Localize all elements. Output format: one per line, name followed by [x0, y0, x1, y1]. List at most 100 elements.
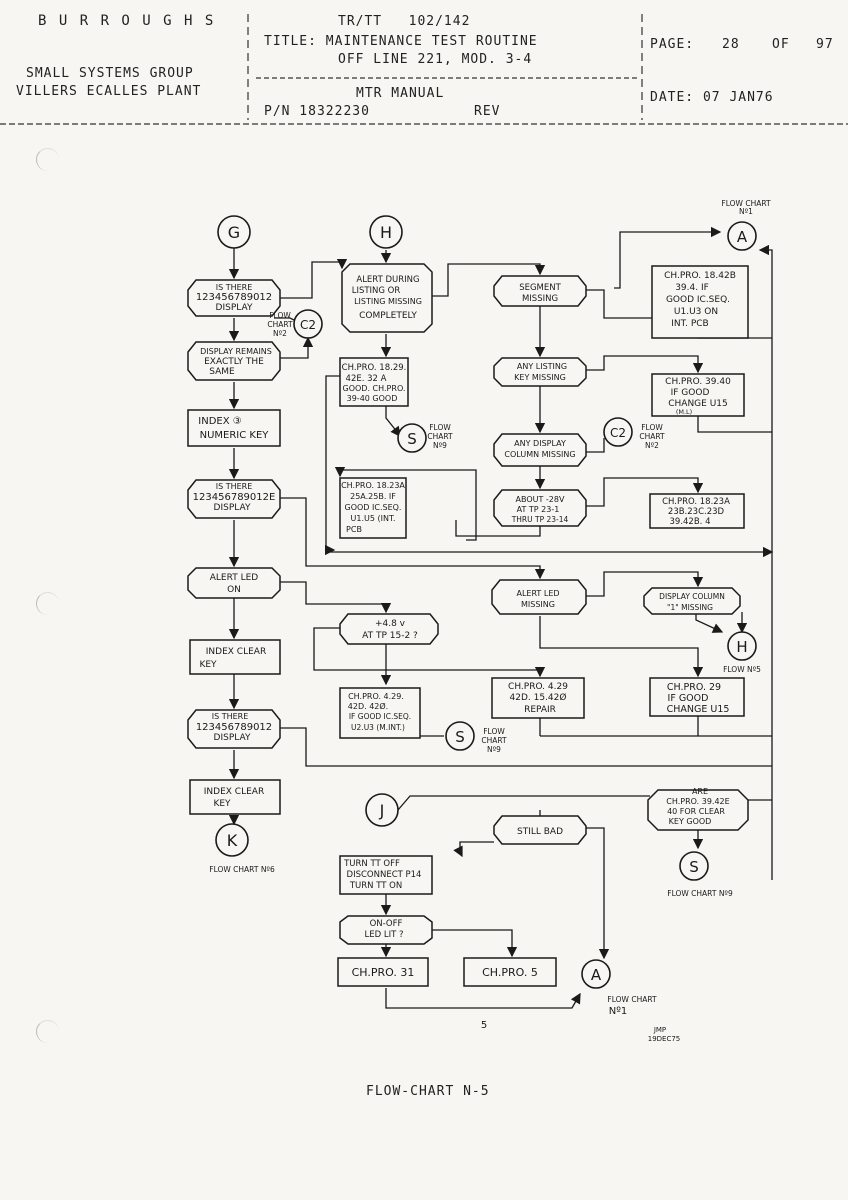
plant-name: VILLERS ECALLES PLANT [16, 84, 202, 99]
label-s-3: S [689, 858, 699, 876]
text-r6d: KEY GOOD [669, 817, 712, 826]
ref-fc1-bottom-n: Nº1 [609, 1006, 628, 1017]
text-r3b: 23B.23C.23D [668, 507, 725, 517]
text-h4b: AT TP 15-2 ? [362, 631, 418, 641]
decision-r4 [643, 587, 741, 615]
text-h1c: LISTING MISSING [354, 297, 422, 306]
text-m1a: SEGMENT [519, 283, 561, 293]
process-m6 [491, 677, 585, 719]
text-r5b: IF GOOD [668, 693, 709, 704]
ref-fc9-c: Nº9 [433, 441, 447, 450]
process-g8 [189, 779, 281, 815]
connector-c2-left [293, 309, 323, 339]
text-g5b: ON [227, 585, 241, 595]
ref-fc9-3: FLOW CHART Nº9 [667, 889, 733, 898]
text-h2b: 42E. 32 A [346, 374, 387, 384]
text-m6a: CH.PRO. 4.29 [508, 682, 568, 692]
initials-2: 19DEC75 [648, 1035, 681, 1043]
ref-fc9-b: CHART [427, 432, 453, 441]
connector-k [215, 823, 249, 857]
text-g4a: IS THERE [216, 482, 253, 491]
text-h3b: 25A.25B. IF [350, 492, 396, 501]
punch-hole [36, 592, 59, 615]
label-a-bottom: A [591, 966, 602, 984]
decision-m2 [493, 357, 587, 387]
page-label: PAGE: [650, 37, 695, 52]
text-m4a: ABOUT -28V [516, 495, 565, 504]
text-r6b: CH.PRO. 39.42E [666, 797, 729, 806]
process-j2 [339, 855, 433, 895]
text-g5a: ALERT LED [210, 573, 259, 583]
ref-fc2-left-b: CHART [267, 320, 293, 329]
text-g1a: IS THERE [216, 283, 253, 292]
manual-name: MTR MANUAL [356, 86, 445, 101]
text-r5c: CHANGE U15 [667, 704, 730, 715]
decision-j1 [493, 815, 587, 845]
connector-c2-mid [603, 417, 633, 447]
text-h1d: COMPLETELY [359, 311, 417, 321]
text-r1e: INT. PCB [671, 319, 708, 329]
text-m1b: MISSING [522, 294, 558, 304]
text-g6b: KEY [199, 660, 217, 670]
text-m4c: THRU TP 23-14 [511, 515, 569, 524]
text-h2c: GOOD. CH.PRO. [343, 384, 406, 393]
process-h5 [339, 687, 421, 739]
text-j1: STILL BAD [517, 827, 563, 837]
text-r4a: DISPLAY COLUMN [659, 592, 725, 601]
connector-h [369, 215, 403, 249]
text-h5a: CH.PRO. 4.29. [348, 692, 404, 701]
ref-fc5: FLOW Nº5 [723, 665, 761, 674]
text-g1b: 123456789012 [196, 292, 272, 303]
text-j3b: LED LIT ? [364, 930, 403, 940]
text-h3a: CH.PRO. 18.23A [341, 481, 405, 490]
text-r2b: IF GOOD [671, 388, 710, 398]
text-g3a: INDEX ③ [198, 416, 241, 427]
text-h4a: +4.8 v [375, 619, 406, 629]
process-r5 [649, 677, 745, 717]
punch-hole [36, 1020, 59, 1043]
process-j5 [463, 957, 557, 987]
label-c2-mid: C2 [610, 426, 626, 440]
connector-h-right [727, 631, 757, 661]
revision: REV [474, 104, 501, 119]
title-line-1: TITLE: MAINTENANCE TEST ROUTINE [264, 34, 538, 49]
text-g4b: 123456789012E [193, 492, 276, 503]
decision-m4 [493, 489, 587, 527]
text-m6b: 42D. 15.42Ø [510, 692, 567, 703]
process-g6 [189, 639, 281, 675]
decision-h1 [341, 263, 433, 333]
page-mark: 5 [481, 1020, 487, 1031]
decision-g4 [187, 479, 281, 519]
text-m3a: ANY DISPLAY [514, 439, 566, 448]
text-r2a: CH.PRO. 39.40 [665, 377, 731, 387]
connector-a-top [727, 221, 757, 251]
text-r3a: CH.PRO. 18.23A [662, 497, 730, 507]
ref-fc1-top: FLOW CHART [721, 199, 771, 208]
ref-fc9-2b: CHART [481, 736, 507, 745]
text-g8a: INDEX CLEAR [204, 787, 264, 797]
text-g7c: DISPLAY [214, 733, 251, 743]
part-number: P/N 18322230 [264, 104, 370, 119]
label-g: G [228, 223, 240, 242]
text-r5a: CH.PRO. 29 [667, 682, 721, 693]
text-h5d: U2.U3 (M.INT.) [351, 723, 405, 732]
connector-g [217, 215, 251, 249]
text-r4b: "1" MISSING [667, 603, 713, 612]
text-m2a: ANY LISTING [517, 362, 567, 371]
text-r1c: GOOD IC.SEQ. [666, 295, 730, 305]
text-h3e: PCB [346, 525, 362, 534]
text-r1a: CH.PRO. 18.42B [664, 271, 736, 281]
label-s-1: S [407, 430, 417, 448]
ref-fc1-bottom: FLOW CHART [607, 995, 657, 1004]
text-h5b: 42D. 42Ø. [348, 701, 388, 711]
decision-g5 [187, 567, 281, 599]
company-name: B U R R O U G H S [38, 13, 216, 29]
decision-j3 [339, 915, 433, 945]
text-g3b: NUMERIC KEY [200, 430, 270, 441]
connector-s-3 [679, 851, 709, 881]
text-r2c: CHANGE U15 [668, 399, 728, 409]
group-name: SMALL SYSTEMS GROUP [26, 66, 194, 81]
punch-hole [36, 148, 59, 171]
process-r2 [651, 373, 745, 417]
label-c2-left: C2 [300, 318, 316, 332]
